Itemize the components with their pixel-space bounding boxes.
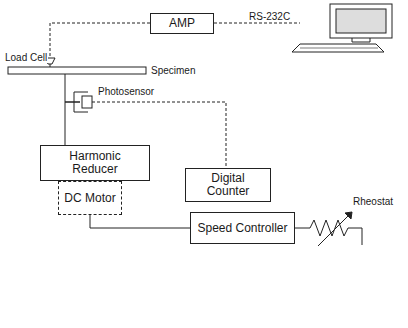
box-label: DC Motor [64, 192, 115, 205]
process-box: AMP [150, 13, 214, 34]
connector [90, 215, 190, 228]
part-label: RS-232C [248, 11, 291, 22]
process-box: Speed Controller [190, 212, 295, 244]
box-label: Speed Controller [197, 222, 287, 235]
part-label: Rheostat [352, 196, 394, 207]
box-label: AMP [169, 17, 195, 30]
process-box: Harmonic Reducer [40, 145, 150, 181]
part-label: Load Cell [4, 52, 48, 63]
part-label: Specimen [150, 65, 196, 76]
box-label: Digital Counter [191, 172, 265, 198]
box-label: Harmonic Reducer [46, 150, 144, 176]
process-box: Digital Counter [185, 168, 271, 202]
process-box: DC Motor [58, 181, 122, 215]
part-label: Photosensor [97, 86, 155, 97]
